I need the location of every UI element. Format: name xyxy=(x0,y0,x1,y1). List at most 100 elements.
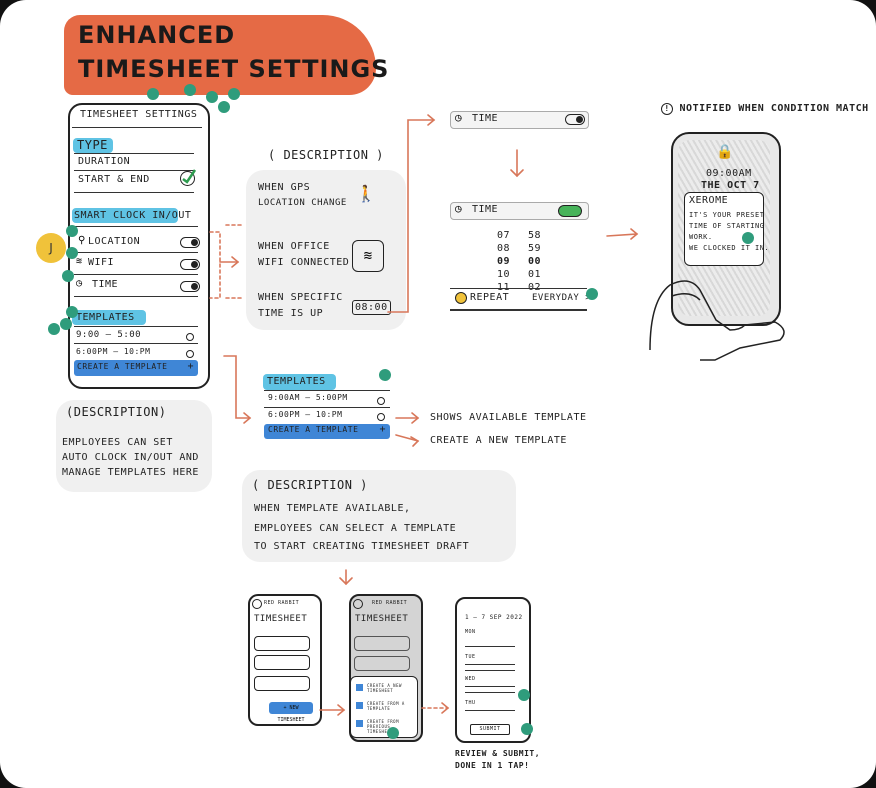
templates-heading: TEMPLATES xyxy=(76,312,135,323)
minute-picker[interactable]: 58 59 00 01 02 xyxy=(528,229,541,294)
template-row[interactable]: 6:00PM – 10:PM xyxy=(76,347,151,356)
timesheet-card[interactable] xyxy=(254,655,310,670)
check-icon[interactable] xyxy=(180,169,197,186)
time-toggle-off[interactable] xyxy=(565,114,585,125)
comment-dot[interactable] xyxy=(228,88,240,100)
comment-dot[interactable] xyxy=(206,91,218,103)
day-thu: THU xyxy=(465,700,476,706)
minute-option[interactable]: 58 xyxy=(528,230,542,241)
minute-option[interactable]: 01 xyxy=(528,269,542,280)
template-radio[interactable] xyxy=(186,333,194,341)
time-setting-off[interactable] xyxy=(450,111,589,129)
comment-dot[interactable] xyxy=(521,723,533,735)
type-option-duration[interactable]: DURATION xyxy=(78,156,131,167)
create-template-zoom-button[interactable]: CREATE A TEMPLATE + xyxy=(264,424,390,439)
description-bottom-heading: ( DESCRIPTION ) xyxy=(252,478,368,492)
notify-message-line: TIME OF STARTING xyxy=(689,222,765,230)
comment-dot[interactable] xyxy=(387,727,399,739)
minute-option[interactable]: 02 xyxy=(528,281,541,294)
smart-option-time: TIME xyxy=(92,279,119,290)
templates-highlight xyxy=(72,310,146,325)
templates-zoom-highlight xyxy=(263,374,336,390)
note-new-template: CREATE A NEW TEMPLATE xyxy=(430,435,567,446)
plus-icon: + xyxy=(379,424,386,435)
description-left-line: MANAGE TEMPLATES HERE xyxy=(62,467,199,478)
title-banner xyxy=(64,15,376,95)
new-timesheet-button[interactable]: + NEW TIMESHEET xyxy=(269,702,313,723)
comment-dot[interactable] xyxy=(586,288,598,300)
comment-dot[interactable] xyxy=(60,318,72,330)
time-toggle[interactable] xyxy=(180,281,200,292)
menu-create-from-previous[interactable]: CREATE FROM PREVIOUS TIMESHEET xyxy=(367,719,399,734)
time-label-on: TIME xyxy=(472,204,499,215)
smart-option-location: LOCATION xyxy=(88,236,141,247)
comment-dot[interactable] xyxy=(518,689,530,701)
smart-clock-heading: SMART CLOCK IN/OUT xyxy=(74,210,192,221)
comment-dot[interactable] xyxy=(379,369,391,381)
time-line: WHEN SPECIFIC xyxy=(258,292,343,303)
comment-dot[interactable] xyxy=(218,101,230,113)
description-left-line: AUTO CLOCK IN/OUT AND xyxy=(62,452,199,463)
template-zoom-row[interactable]: 6:00PM – 10:PM xyxy=(268,410,343,419)
hour-option-selected[interactable]: 09 xyxy=(497,256,511,267)
location-toggle[interactable] xyxy=(180,237,200,248)
menu-create-from-template[interactable]: CREATE FROM A TEMPLATE xyxy=(367,701,405,711)
hour-option[interactable]: 08 xyxy=(497,243,511,254)
type-option-start-end[interactable]: START & END xyxy=(78,174,150,185)
hour-option[interactable]: 10 xyxy=(497,269,511,280)
wifi-toggle[interactable] xyxy=(180,259,200,270)
comment-dot[interactable] xyxy=(48,323,60,335)
hour-picker[interactable]: 07 08 09 10 11 xyxy=(497,229,510,294)
brand-logo xyxy=(252,599,262,609)
day-tue: TUE xyxy=(465,654,476,660)
comment-dot[interactable] xyxy=(184,84,196,96)
comment-dot[interactable] xyxy=(66,247,78,259)
flow-caption-line: REVIEW & SUBMIT, xyxy=(455,749,541,758)
timesheet-card xyxy=(354,636,410,651)
comment-dot[interactable] xyxy=(147,88,159,100)
comment-dot[interactable] xyxy=(66,306,78,318)
notification-card[interactable] xyxy=(684,192,764,266)
template-radio[interactable] xyxy=(377,397,385,405)
gps-line: LOCATION CHANGE xyxy=(258,198,347,208)
time-label-off: TIME xyxy=(472,113,499,124)
hour-option[interactable]: 07 xyxy=(497,230,511,241)
brand-name: RED RABBIT xyxy=(264,600,300,606)
description-left-line: EMPLOYEES CAN SET xyxy=(62,437,173,448)
hour-option[interactable]: 11 xyxy=(497,281,510,294)
comment-dot[interactable] xyxy=(66,225,78,237)
template-row[interactable]: 9:00 – 5:00 xyxy=(76,330,142,340)
comment-dot[interactable] xyxy=(742,232,754,244)
minute-option[interactable]: 59 xyxy=(528,243,542,254)
description-mid xyxy=(246,170,406,330)
timesheet-card[interactable] xyxy=(254,636,310,651)
create-template-button[interactable]: CREATE A TEMPLATE + xyxy=(74,360,198,376)
template-radio[interactable] xyxy=(377,413,385,421)
flow-caption-line: DONE IN 1 TAP! xyxy=(455,761,530,770)
minute-option-selected[interactable]: 00 xyxy=(528,256,542,267)
repeat-value[interactable]: EVERYDAY > xyxy=(532,293,592,303)
submit-button[interactable]: SUBMIT xyxy=(470,724,510,735)
template-radio[interactable] xyxy=(186,350,194,358)
description-left-heading: (DESCRIPTION) xyxy=(66,405,167,419)
clock-icon: ◷ xyxy=(76,278,83,289)
time-line: TIME IS UP xyxy=(258,308,324,319)
location-icon: ⚲ xyxy=(78,235,86,246)
time-toggle-on[interactable] xyxy=(558,205,582,217)
flow-title: TIMESHEET xyxy=(355,614,409,624)
comment-dot[interactable] xyxy=(62,270,74,282)
clock-icon: ◷ xyxy=(455,111,462,124)
page-title: ENHANCED TIMESHEET SETTINGS xyxy=(78,18,389,86)
menu-create-new[interactable]: CREATE A NEW TIMESHEET xyxy=(367,683,402,693)
timesheet-card[interactable] xyxy=(254,676,310,691)
wifi-line: WHEN OFFICE xyxy=(258,241,330,252)
description-bottom xyxy=(242,470,516,562)
info-icon: ! xyxy=(661,103,673,115)
description-mid-heading: ( DESCRIPTION ) xyxy=(268,148,384,162)
smart-highlight xyxy=(72,208,178,223)
time-setting-on[interactable] xyxy=(450,202,589,220)
template-zoom-row[interactable]: 9:00AM – 5:00PM xyxy=(268,393,348,402)
title-line-1: ENHANCED xyxy=(78,21,236,49)
user-avatar[interactable]: J xyxy=(36,233,66,263)
timesheet-card xyxy=(354,656,410,671)
